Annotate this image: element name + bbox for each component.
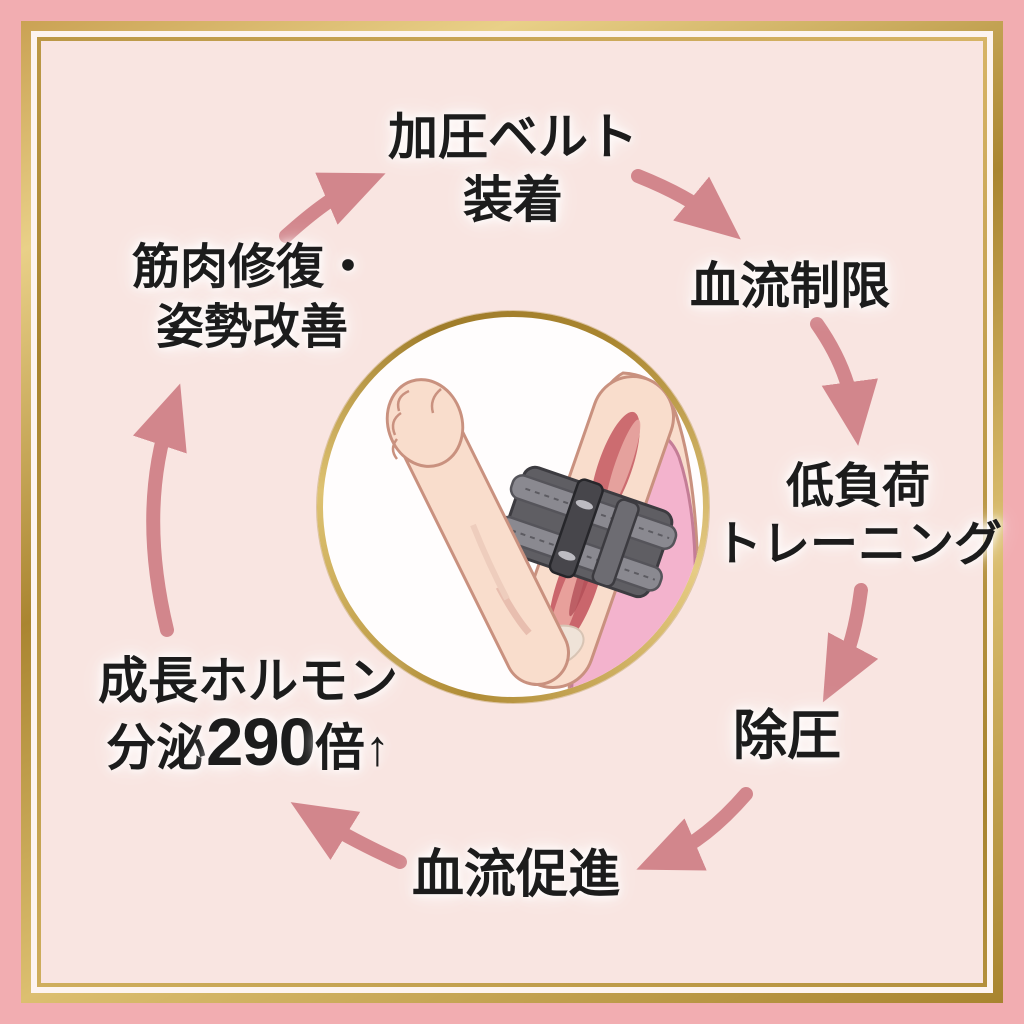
fist: [385, 378, 465, 468]
step-growth-hormone-line2: 分泌290倍↑: [98, 709, 398, 779]
pressure-belt: [495, 465, 678, 599]
cycle-step-belt-on: 加圧ベルト 装着: [388, 106, 638, 232]
center-illustration-circle: [317, 311, 709, 703]
cycle-step-blood-flow-restriction: 血流制限: [690, 258, 890, 314]
cycle-step-growth-hormone: 成長ホルモン 分泌290倍↑: [98, 650, 398, 779]
cycle-step-low-load-training: 低負荷 トレーニング: [714, 458, 1002, 574]
step-belt-on-line2: 装着: [463, 172, 563, 228]
forearm-tendon-line: [470, 523, 510, 601]
growth-hormone-prefix: 分泌: [106, 720, 207, 776]
step-low-load-line1: 低負荷: [785, 460, 931, 513]
step-muscle-repair-line2: 姿勢改善: [155, 301, 349, 354]
growth-hormone-suffix: 倍↑: [314, 720, 390, 776]
cycle-step-decompression: 除圧: [733, 706, 841, 766]
cycle-step-blood-flow-promotion: 血流促進: [412, 846, 620, 904]
step-decompression-label: 除圧: [733, 706, 841, 766]
arm-with-pressure-belt-illustration: [323, 317, 703, 697]
step-blood-flow-restriction-label: 血流制限: [690, 258, 890, 314]
step-low-load-line2: トレーニング: [713, 518, 1003, 571]
arm-illustration-svg: [385, 371, 703, 697]
step-blood-flow-promotion-label: 血流促進: [411, 846, 621, 904]
step-growth-hormone-line1: 成長ホルモン: [98, 653, 398, 709]
step-muscle-repair-line1: 筋肉修復・: [131, 241, 373, 294]
step-belt-on-line1: 加圧ベルト: [388, 109, 638, 165]
growth-hormone-multiplier-value: 290: [206, 705, 316, 780]
cycle-step-muscle-repair: 筋肉修復・ 姿勢改善: [132, 238, 372, 358]
